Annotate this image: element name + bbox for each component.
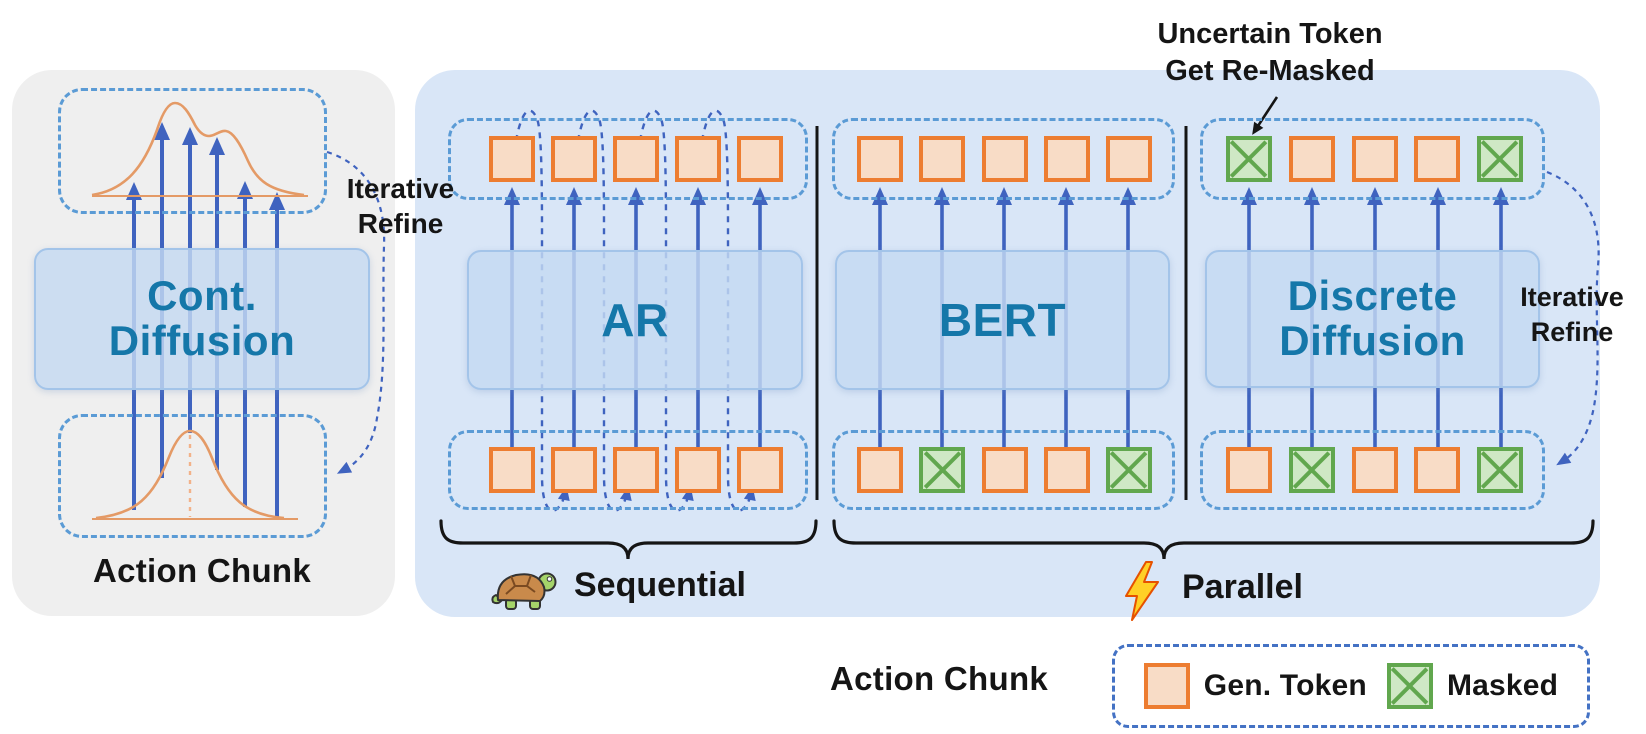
bert-label: BERT bbox=[938, 293, 1067, 346]
token-gen bbox=[981, 447, 1028, 493]
token-gen bbox=[675, 447, 721, 493]
legend-swatch-masked bbox=[1386, 663, 1433, 709]
discrete-diffusion-input-chunk-box bbox=[1200, 430, 1545, 510]
parallel-label: Parallel bbox=[1182, 568, 1303, 606]
uncertain-token-note: Uncertain Token Get Re-Masked bbox=[1157, 18, 1383, 87]
token-gen bbox=[857, 136, 903, 182]
legend-swatch-gen bbox=[1143, 663, 1190, 709]
token-gen bbox=[613, 136, 659, 182]
token-gen bbox=[1043, 136, 1090, 182]
token-gen bbox=[737, 136, 783, 182]
token-gen bbox=[551, 136, 597, 182]
legend-action-chunk-caption: Action Chunk bbox=[830, 660, 1049, 697]
token-gen bbox=[1288, 136, 1335, 182]
token-masked bbox=[1226, 136, 1272, 182]
token-gen bbox=[675, 136, 721, 182]
sequential-label: Sequential bbox=[574, 566, 746, 604]
token-masked bbox=[919, 447, 966, 493]
left-output-chunk-box bbox=[58, 88, 327, 214]
token-gen bbox=[489, 447, 535, 493]
token-gen bbox=[1043, 447, 1090, 493]
left-iterative-refine-note: Iterative Refine bbox=[346, 173, 455, 239]
token-masked bbox=[1106, 447, 1152, 493]
legend-label: Gen. Token bbox=[1203, 669, 1367, 702]
token-gen bbox=[1351, 447, 1398, 493]
token-gen bbox=[919, 136, 966, 182]
bert-output-token-row bbox=[857, 136, 1152, 182]
discrete-diffusion-model-box: Discrete Diffusion bbox=[1205, 250, 1540, 388]
legend-label: Masked bbox=[1446, 669, 1559, 702]
left-input-chunk-box bbox=[58, 414, 327, 538]
ar-input-token-row bbox=[489, 447, 783, 493]
ar-label: AR bbox=[601, 293, 669, 346]
token-gen bbox=[1351, 136, 1398, 182]
lightning-icon bbox=[1122, 560, 1162, 627]
turtle-icon bbox=[490, 562, 558, 617]
token-gen bbox=[1414, 447, 1461, 493]
token-masked bbox=[1477, 447, 1523, 493]
discrete-diffusion-input-token-row bbox=[1226, 447, 1523, 493]
discrete-diffusion-label: Discrete Diffusion bbox=[1279, 272, 1466, 364]
bert-input-token-row bbox=[857, 447, 1152, 493]
token-gen bbox=[1414, 136, 1461, 182]
cont-diffusion-label: Cont. Diffusion bbox=[108, 272, 296, 364]
token-gen bbox=[857, 447, 903, 493]
ar-output-token-row bbox=[489, 136, 783, 182]
ar-model-box: AR bbox=[467, 250, 803, 390]
cont-diffusion-model-box: Cont. Diffusion bbox=[34, 248, 370, 390]
token-gen bbox=[489, 136, 535, 182]
legend-item-gen: Gen. Token bbox=[1143, 663, 1367, 709]
token-masked bbox=[1288, 447, 1335, 493]
token-gen bbox=[737, 447, 783, 493]
token-gen bbox=[1226, 447, 1272, 493]
right-iterative-refine-note: Iterative Refine bbox=[1520, 282, 1624, 347]
token-gen bbox=[551, 447, 597, 493]
discrete-diffusion-output-token-row bbox=[1226, 136, 1523, 182]
token-gen bbox=[613, 447, 659, 493]
legend-item-masked: Masked bbox=[1386, 663, 1559, 709]
token-gen bbox=[981, 136, 1028, 182]
token-gen bbox=[1106, 136, 1152, 182]
bert-model-box: BERT bbox=[835, 250, 1170, 390]
token-masked bbox=[1477, 136, 1523, 182]
legend-box: Gen. Token Masked bbox=[1112, 644, 1590, 728]
left-action-chunk-caption: Action Chunk bbox=[92, 552, 312, 589]
